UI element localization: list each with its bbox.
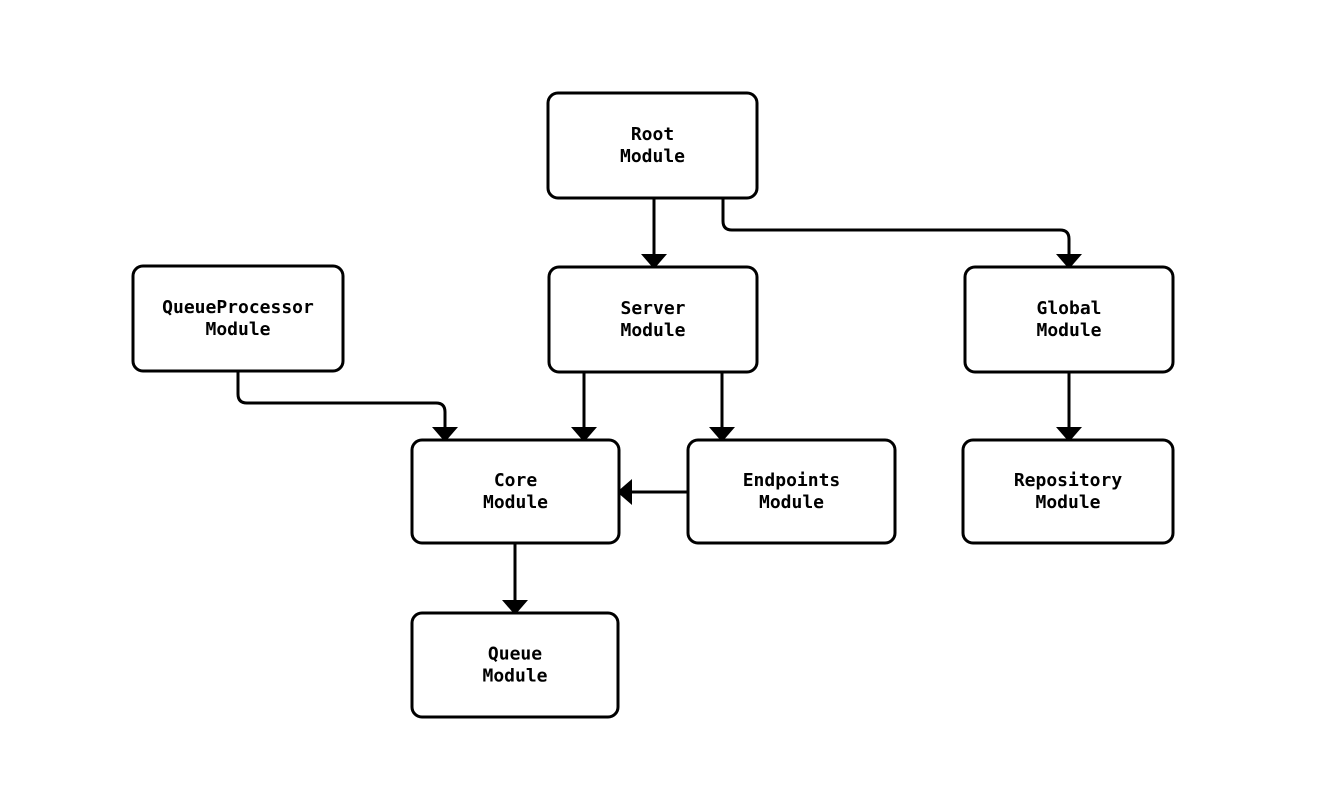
node-box-core (410, 438, 621, 545)
node-box-repository (961, 438, 1175, 545)
node-box-global (963, 265, 1175, 374)
node-box-server (547, 265, 759, 374)
edge-queueprocessor-to-core (236, 371, 458, 442)
node-box-queueprocessor (131, 264, 345, 373)
edge-root-to-global (721, 198, 1082, 269)
node-box-endpoints (686, 438, 897, 545)
node-box-queue (410, 611, 620, 719)
node-box-root (546, 91, 759, 200)
